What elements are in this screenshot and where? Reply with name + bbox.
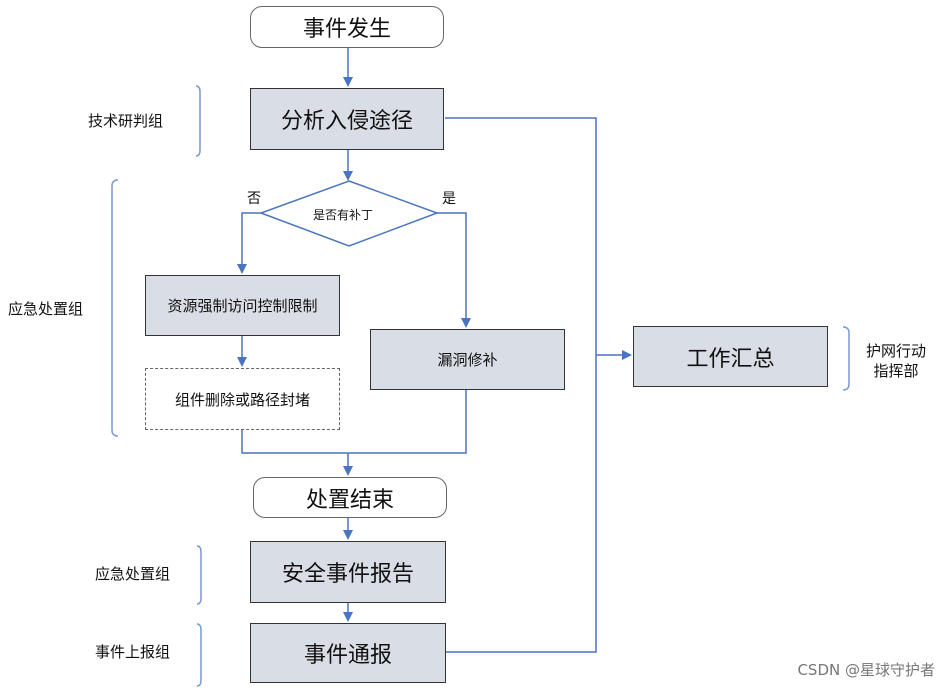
line-analyze-summary	[445, 117, 597, 355]
group-report-label: 事件上报组	[95, 643, 171, 661]
bracket-emergency-bottom	[196, 545, 202, 605]
node-analyze: 分析入侵途径	[250, 88, 444, 150]
node-access-control: 资源强制访问控制限制	[145, 275, 340, 336]
group-tech-label: 技术研判组	[88, 112, 164, 130]
node-end: 处置结束	[253, 477, 447, 518]
decision-diamond	[258, 180, 440, 247]
arrow-decision-yes	[436, 212, 471, 328]
line-patch-merge	[348, 390, 467, 454]
branch-yes-label: 是	[442, 191, 456, 207]
bracket-report-group	[196, 623, 202, 687]
node-start: 事件发生	[250, 6, 444, 48]
line-notify-summary	[445, 355, 597, 653]
bracket-tech	[195, 85, 201, 157]
bracket-emergency-top	[111, 179, 119, 437]
group-command-label: 护网行动 指挥部	[866, 341, 926, 381]
branch-no-label: 否	[247, 191, 261, 207]
group-emergency-bottom-label: 应急处置组	[95, 565, 171, 583]
node-patch: 漏洞修补	[370, 329, 565, 390]
arrow-decision-no	[237, 212, 262, 274]
node-notify: 事件通报	[250, 623, 446, 683]
group-command-line1: 护网行动	[866, 342, 927, 360]
node-delete-block: 组件删除或路径封堵	[145, 368, 340, 430]
node-summary: 工作汇总	[633, 326, 828, 387]
group-command-line2: 指挥部	[873, 362, 919, 380]
node-decision-label: 是否有补丁	[313, 208, 374, 222]
watermark: CSDN @星球守护者	[797, 661, 935, 679]
bracket-command	[842, 326, 850, 391]
line-delete-merge	[241, 430, 348, 454]
node-report: 安全事件报告	[250, 541, 446, 603]
group-emergency-top-label: 应急处置组	[8, 300, 84, 318]
